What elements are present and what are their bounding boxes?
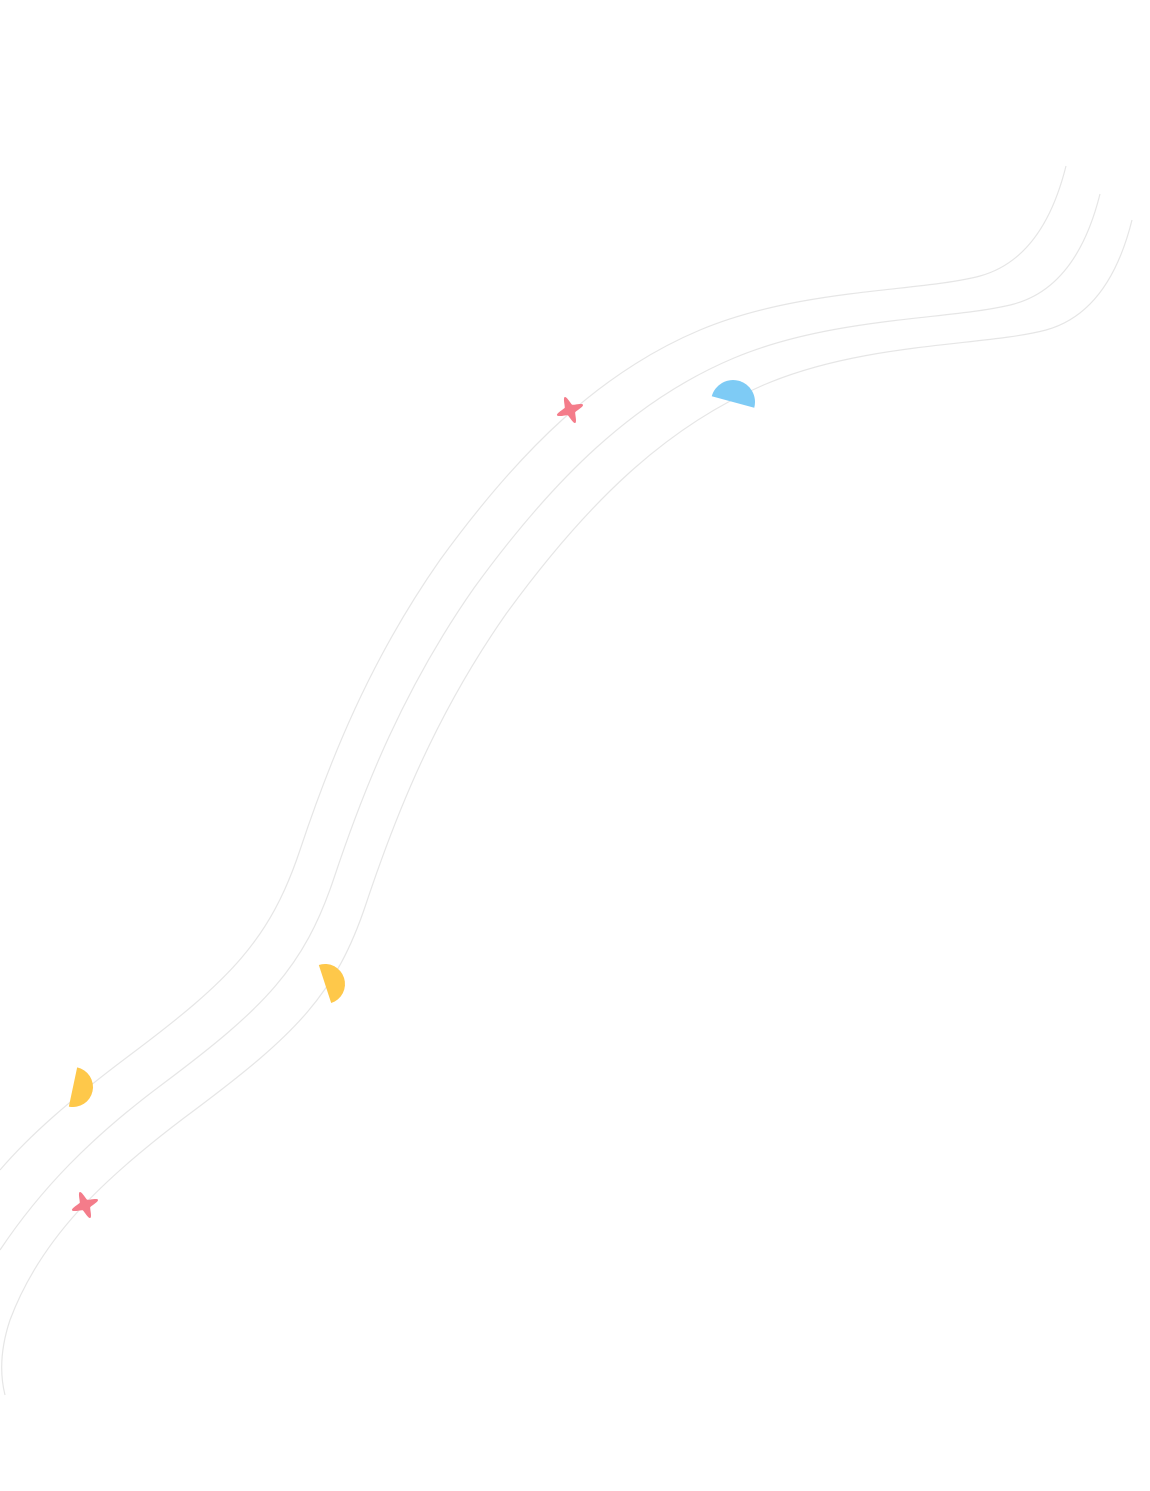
wave-line-1	[0, 165, 1067, 1171]
wave-line-3	[1, 219, 1133, 1396]
half-circle-icon	[68, 1067, 93, 1107]
sparkle-icon	[72, 1192, 98, 1218]
sparkle-icon	[557, 397, 583, 423]
wave-line-2	[0, 193, 1101, 1251]
half-circle-icon	[318, 964, 345, 1004]
half-circle-icon	[711, 380, 755, 408]
wave-lines	[0, 165, 1133, 1396]
